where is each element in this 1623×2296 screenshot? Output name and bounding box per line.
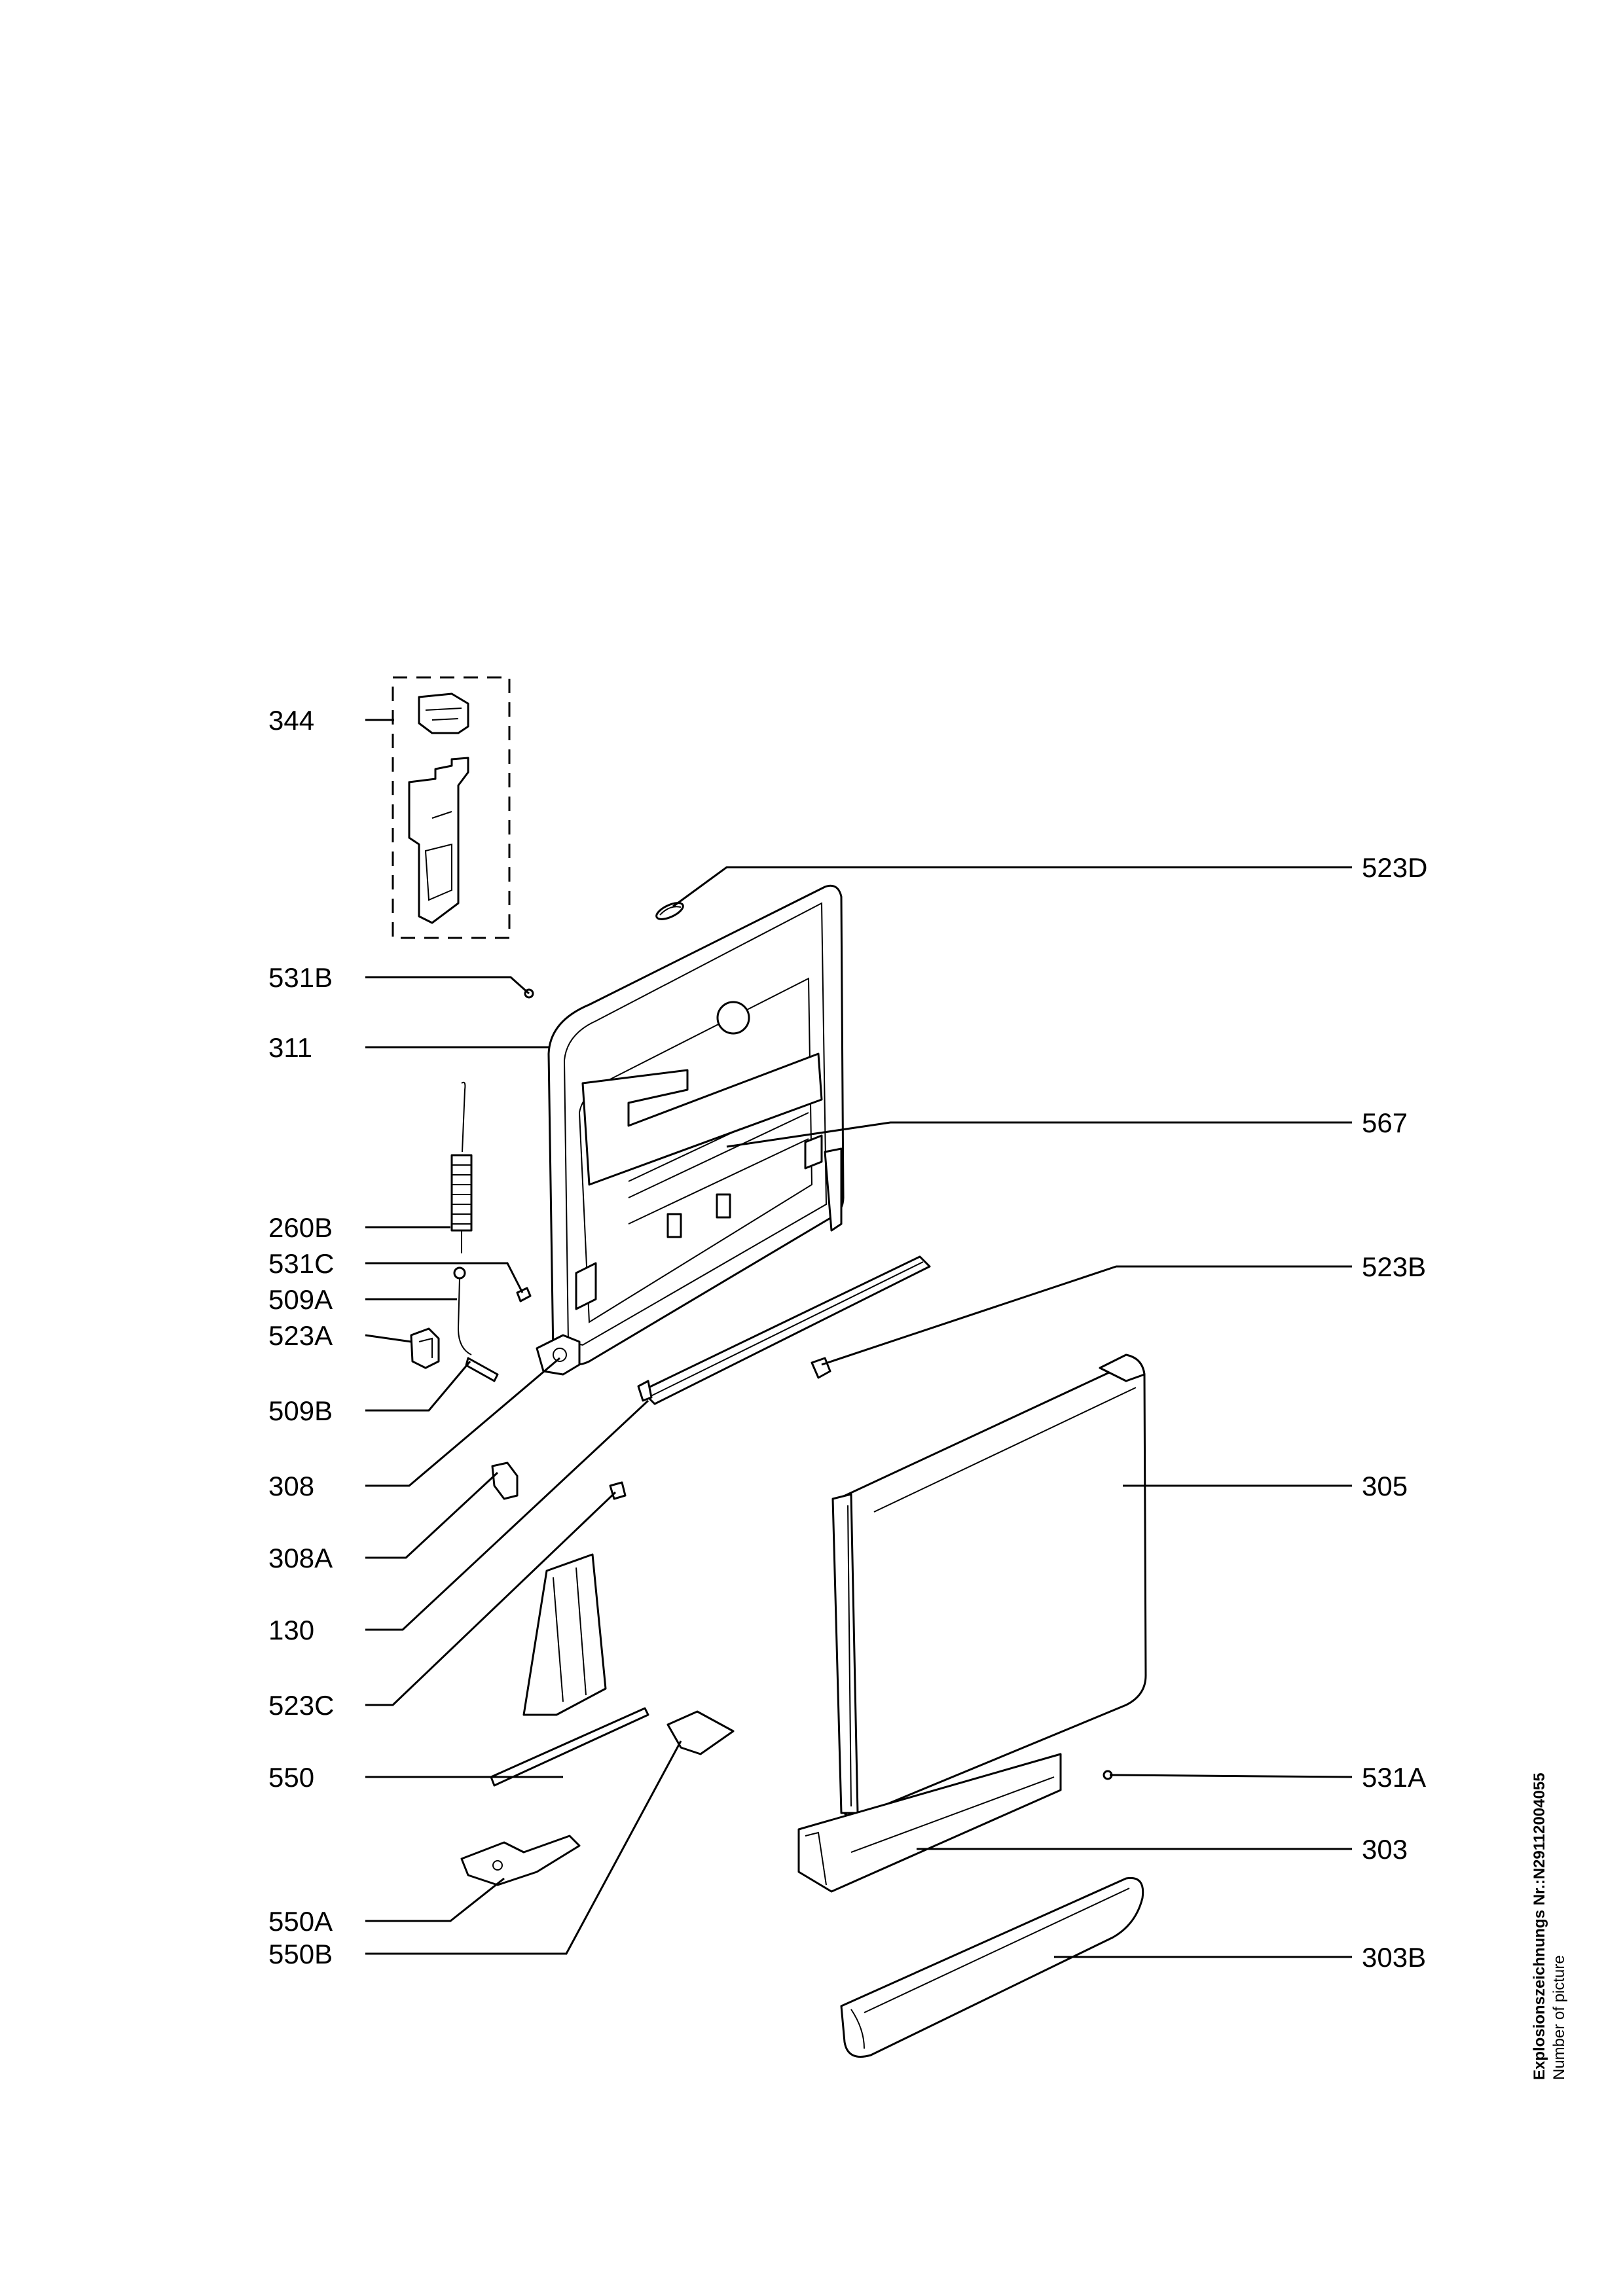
leader-523A (365, 1334, 412, 1343)
label-523D: 523D (1362, 852, 1427, 883)
part-305-outer-door (831, 1354, 1147, 1818)
part-303-kick-plate (797, 1753, 1062, 1893)
leader-509B (365, 1361, 471, 1412)
label-523B: 523B (1362, 1251, 1426, 1282)
label-344: 344 (268, 705, 314, 736)
drawing-number: Explosionszeichnungs Nr.:N29112004055 (1531, 1772, 1548, 2080)
part-260B-spring (450, 1081, 473, 1253)
leader-308 (365, 1357, 560, 1487)
part-550-guide (490, 1553, 649, 1787)
label-531C: 531C (268, 1248, 334, 1279)
label-509B: 509B (268, 1395, 333, 1426)
leader-130 (365, 1399, 649, 1631)
leader-308A (365, 1471, 499, 1559)
part-523A-clip (410, 1327, 440, 1369)
part-311-inner-door (536, 884, 845, 1376)
part-509B-pin (465, 1357, 499, 1382)
part-344-hinge-assembly (392, 676, 511, 939)
drawing-caption: Explosionszeichnungs Nr.:N29112004055 Nu… (1531, 1674, 1583, 2080)
part-523B-clip (811, 1357, 831, 1379)
label-303B: 303B (1362, 1942, 1426, 1973)
caption-subtitle: Number of picture (1550, 1955, 1568, 2080)
label-550A: 550A (268, 1906, 333, 1937)
label-523A: 523A (268, 1320, 333, 1351)
part-303B-bottom-strip (840, 1876, 1144, 2058)
part-130-rail (637, 1255, 931, 1405)
label-311: 311 (268, 1032, 312, 1063)
part-567-bracket (628, 1128, 740, 1182)
label-567: 567 (1362, 1107, 1408, 1138)
part-550A-slider (460, 1835, 581, 1886)
label-531B: 531B (268, 962, 333, 993)
label-305: 305 (1362, 1471, 1408, 1501)
leader-523C (365, 1491, 617, 1706)
leader-lines (365, 719, 1353, 1958)
part-labels: 344 531B 311 260B 531C 509A 523A 509B 30… (268, 705, 1427, 1973)
label-308: 308 (268, 1471, 314, 1501)
label-550: 550 (268, 1762, 314, 1793)
leader-550B (365, 1740, 682, 1955)
part-531C-screw (516, 1287, 532, 1302)
part-509A-cable (453, 1266, 472, 1355)
part-523D-clip (655, 902, 684, 920)
label-260B: 260B (268, 1212, 333, 1243)
leader-531A (1109, 1774, 1353, 1778)
leader-567 (726, 1121, 1352, 1148)
leader-523D (672, 866, 1352, 908)
label-531A: 531A (1362, 1762, 1426, 1793)
label-130: 130 (268, 1615, 314, 1645)
label-550B: 550B (268, 1939, 333, 1969)
label-303: 303 (1362, 1834, 1408, 1865)
leader-531B (365, 976, 530, 995)
leader-531C (365, 1262, 524, 1293)
label-509A: 509A (268, 1284, 333, 1315)
label-308A: 308A (268, 1543, 333, 1573)
part-308A-bracket (491, 1462, 519, 1500)
leader-523B (821, 1265, 1352, 1366)
leader-550A (365, 1877, 505, 1922)
label-523C: 523C (268, 1690, 334, 1721)
